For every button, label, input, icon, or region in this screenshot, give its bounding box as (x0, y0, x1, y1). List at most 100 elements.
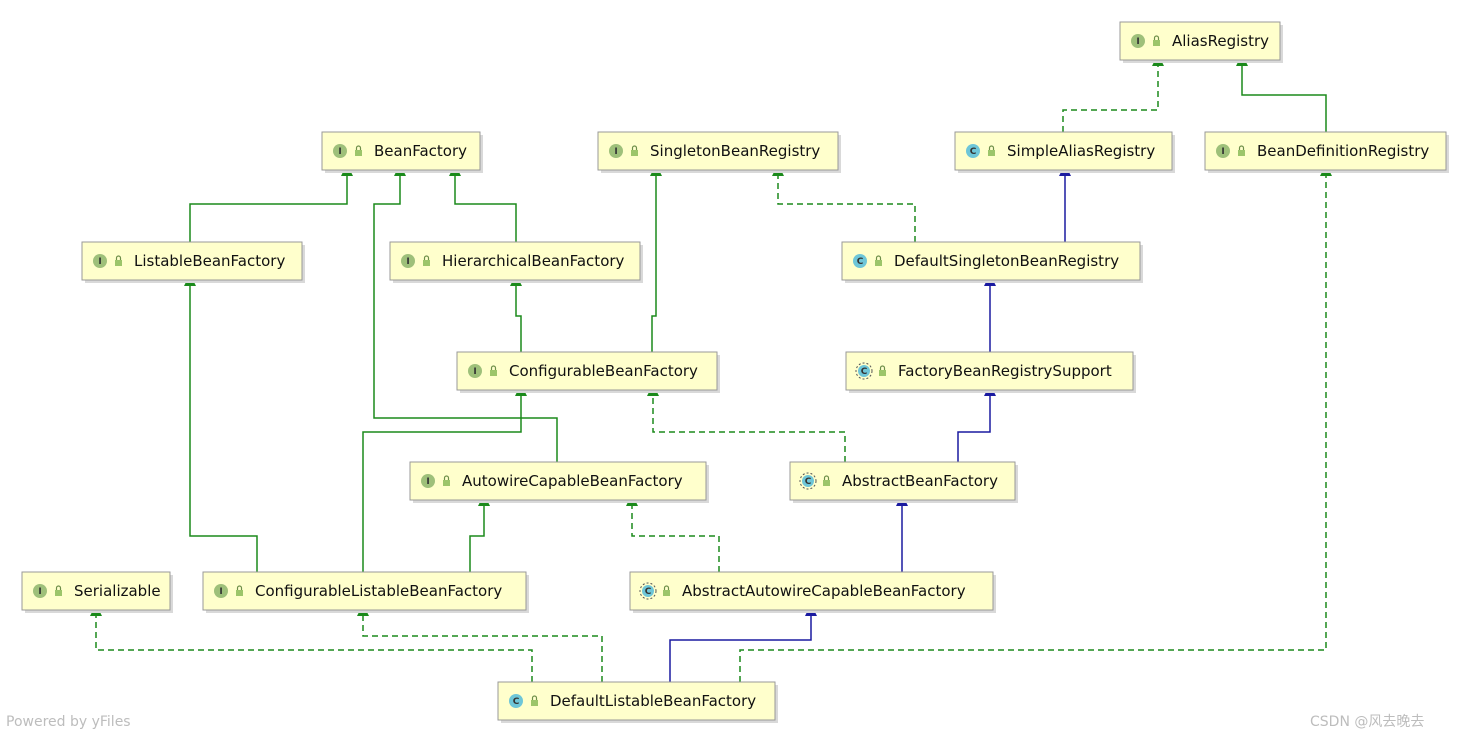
node-label: BeanDefinitionRegistry (1257, 142, 1429, 160)
interface-badge-icon (93, 254, 107, 268)
node-label: DefaultListableBeanFactory (550, 692, 756, 710)
edge-bean-definition-registry-to-alias-registry (1236, 54, 1327, 132)
badge-letter: C (805, 477, 812, 487)
interface-badge-icon (401, 254, 415, 268)
node-box (202, 571, 527, 611)
node-serializable[interactable]: I Serializable (21, 571, 173, 613)
edge-autowire-capable-bean-factory-to-bean-factory (373, 164, 558, 462)
badge-letter: C (645, 587, 652, 597)
lock-icon (423, 260, 430, 266)
interface-badge-icon (421, 474, 435, 488)
edge-abstract-bean-factory-to-factory-bean-registry-support (957, 384, 996, 462)
node-box (409, 461, 707, 501)
abstract-ring-icon (799, 472, 817, 490)
lock-icon (1238, 150, 1245, 156)
node-box (845, 351, 1134, 391)
interface-badge-icon (609, 144, 623, 158)
interface-badge-icon (33, 584, 47, 598)
lock-icon (663, 590, 670, 596)
badge-letter: I (614, 147, 617, 157)
node-default-singleton-bean-registry[interactable]: C DefaultSingletonBeanRegistry (841, 241, 1143, 283)
node-label: AbstractBeanFactory (842, 472, 998, 490)
edge-configurable-listable-bean-factory-to-autowire-capable-bean-factory (469, 494, 490, 572)
lock-shackle-icon (443, 475, 450, 480)
badge-letter: I (98, 257, 101, 267)
badge-letter: C (970, 147, 977, 157)
edge-default-listable-bean-factory-to-bean-definition-registry (739, 164, 1332, 682)
lock-shackle-icon (115, 255, 122, 260)
edge-simple-alias-registry-to-alias-registry (1062, 54, 1164, 132)
node-box (629, 571, 994, 611)
node-label: Serializable (74, 582, 161, 600)
lock-icon (631, 150, 638, 156)
lock-icon (355, 150, 362, 156)
node-label: SingletonBeanRegistry (650, 142, 820, 160)
node-simple-alias-registry[interactable]: C SimpleAliasRegistry (954, 131, 1175, 173)
edge-listable-bean-factory-to-bean-factory (189, 164, 353, 242)
lock-shackle-icon (1153, 35, 1160, 40)
node-label: SimpleAliasRegistry (1007, 142, 1155, 160)
edge-configurable-listable-bean-factory-to-configurable-bean-factory (362, 384, 527, 572)
interface-badge-icon (1216, 144, 1230, 158)
badge-letter: C (513, 697, 520, 707)
edge-layer (90, 54, 1332, 682)
abstract-badge-icon (802, 475, 814, 487)
node-default-listable-bean-factory[interactable]: C DefaultListableBeanFactory (497, 681, 778, 723)
node-box (1204, 131, 1447, 171)
node-label: AliasRegistry (1172, 32, 1269, 50)
node-label: FactoryBeanRegistrySupport (898, 362, 1112, 380)
lock-icon (55, 590, 62, 596)
watermark-text: CSDN @风去晚去 (1310, 714, 1424, 730)
lock-icon (875, 260, 882, 266)
node-label: ListableBeanFactory (134, 252, 285, 270)
node-singleton-bean-registry[interactable]: I SingletonBeanRegistry (597, 131, 841, 173)
edge-abstract-bean-factory-to-configurable-bean-factory (647, 384, 846, 462)
lock-shackle-icon (355, 145, 362, 150)
node-label: AutowireCapableBeanFactory (462, 472, 683, 490)
node-listable-bean-factory[interactable]: I ListableBeanFactory (81, 241, 305, 283)
node-abstract-bean-factory[interactable]: C AbstractBeanFactory (789, 461, 1018, 503)
lock-shackle-icon (531, 695, 538, 700)
lock-icon (531, 700, 538, 706)
node-label: ConfigurableListableBeanFactory (255, 582, 502, 600)
edge-abstract-autowire-capable-bean-factory-to-autowire-capable-bean-factory (626, 494, 720, 572)
node-label: BeanFactory (374, 142, 467, 160)
badge-letter: I (38, 587, 41, 597)
node-label: DefaultSingletonBeanRegistry (894, 252, 1119, 270)
badge-letter: C (861, 367, 868, 377)
edge-configurable-listable-bean-factory-to-listable-bean-factory (184, 274, 258, 572)
interface-badge-icon (333, 144, 347, 158)
node-box (841, 241, 1141, 281)
class-badge-icon (966, 144, 980, 158)
powered-by-text: Powered by yFiles (6, 714, 131, 730)
node-box (1119, 21, 1281, 61)
lock-shackle-icon (423, 255, 430, 260)
badge-letter: C (857, 257, 864, 267)
node-box (497, 681, 776, 721)
lock-shackle-icon (879, 365, 886, 370)
lock-icon (490, 370, 497, 376)
badge-letter: I (406, 257, 409, 267)
lock-shackle-icon (823, 475, 830, 480)
lock-shackle-icon (55, 585, 62, 590)
lock-shackle-icon (988, 145, 995, 150)
class-badge-icon (509, 694, 523, 708)
node-factory-bean-registry-support[interactable]: C FactoryBeanRegistrySupport (845, 351, 1136, 393)
abstract-ring-icon (855, 362, 873, 380)
lock-icon (988, 150, 995, 156)
class-badge-icon (853, 254, 867, 268)
node-hierarchical-bean-factory[interactable]: I HierarchicalBeanFactory (389, 241, 643, 283)
node-box (456, 351, 718, 391)
node-label: HierarchicalBeanFactory (442, 252, 625, 270)
abstract-ring-icon (639, 582, 657, 600)
lock-shackle-icon (236, 585, 243, 590)
